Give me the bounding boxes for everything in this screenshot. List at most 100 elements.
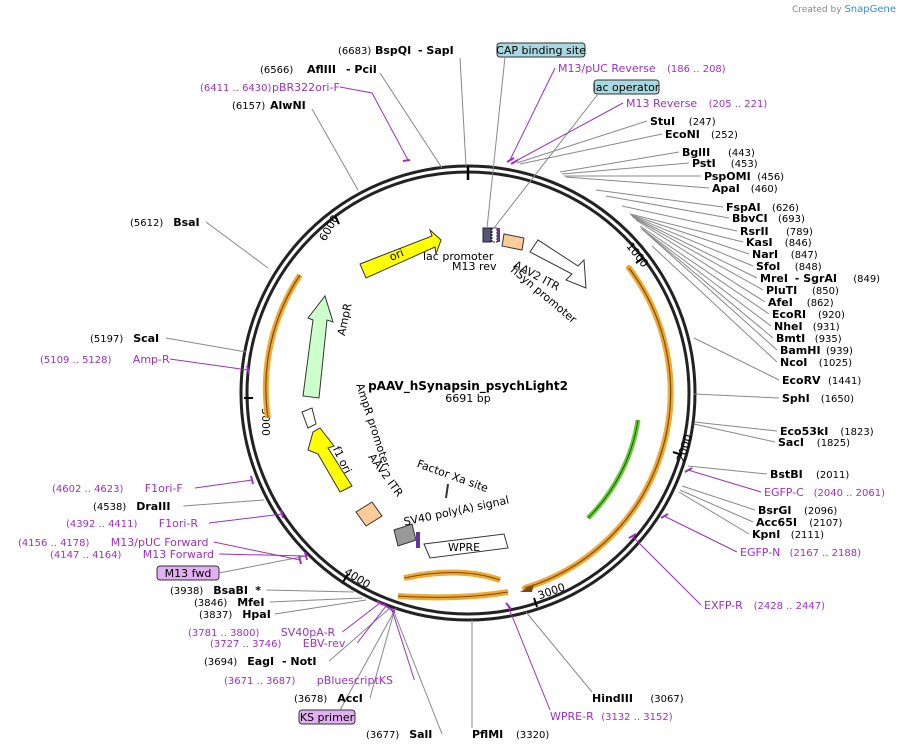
right-site-sphi[interactable]: SphI(1650) bbox=[693, 392, 854, 405]
left-site-f1ori-r[interactable]: (4392 .. 4411)F1ori-R bbox=[66, 509, 284, 530]
right-site-econi[interactable]: EcoNI(252) bbox=[519, 128, 738, 165]
right-site-bstbi[interactable]: BstBI(2011) bbox=[687, 465, 849, 481]
bottom-site-hindiii[interactable]: HindIII(3067) bbox=[525, 611, 684, 705]
left-site-draiii[interactable]: (4538)DraIII bbox=[93, 499, 265, 513]
bottom-site-bsabi[interactable]: (3938)BsaBI* bbox=[170, 584, 355, 597]
cap-binding-site-box[interactable]: CAP binding site bbox=[486, 42, 586, 229]
site-pos: (5197) bbox=[90, 334, 123, 345]
site-name: HindIII bbox=[592, 692, 633, 705]
right-site-pluti[interactable]: PluTI(850) bbox=[633, 217, 839, 297]
site-name: WPRE-R bbox=[550, 710, 594, 723]
snapgene-brand: SnapGene bbox=[844, 4, 896, 15]
top-site-bspqi[interactable]: (6683) BspQI - SapI bbox=[338, 44, 467, 167]
right-site-sfoi[interactable]: SfoI(848) bbox=[631, 215, 822, 273]
right-site-bamhi[interactable]: BamHI(939) bbox=[642, 229, 853, 357]
site-pos: (939) bbox=[826, 346, 853, 357]
site-name: KasI bbox=[746, 236, 773, 249]
factor-xa-mark bbox=[445, 483, 449, 499]
right-site-ncoi[interactable]: NcoI(1025) bbox=[651, 245, 852, 369]
left-site-scai[interactable]: (5197)ScaI bbox=[90, 332, 247, 353]
cap-binding-site-label: CAP binding site bbox=[496, 44, 586, 57]
right-site-psti[interactable]: PstI(453) bbox=[561, 157, 758, 175]
site-name: F1ori-R bbox=[159, 517, 199, 530]
m13-fwd-box-label[interactable]: M13 fwd bbox=[156, 555, 307, 581]
site-name: BbvCI bbox=[732, 212, 768, 225]
right-site-ecori[interactable]: EcoRI(920) bbox=[639, 225, 845, 321]
ks-primer-box-label[interactable]: KS primer bbox=[298, 607, 397, 725]
right-site-bsrgi[interactable]: BsrGI(2096) bbox=[681, 485, 837, 517]
site-extra: - PciI bbox=[346, 63, 377, 76]
site-pos: (4602 .. 4623) bbox=[52, 484, 124, 495]
left-site-bsai[interactable]: (5612)BsaI bbox=[130, 216, 269, 269]
site-name: EGFP-N bbox=[740, 546, 780, 559]
site-pos: (1823) bbox=[840, 427, 873, 438]
bottom-site-acci[interactable]: (3678)AccI bbox=[294, 611, 395, 705]
right-site-exfp-r[interactable]: EXFP-R(2428 .. 2447) bbox=[628, 533, 825, 612]
site-pos: (3727 .. 3746) bbox=[210, 639, 282, 650]
site-name: BsaBI bbox=[213, 584, 248, 597]
site-pos: (453) bbox=[731, 159, 758, 170]
bottom-site-wpre-r[interactable]: WPRE-R(3132 .. 3152) bbox=[505, 602, 673, 723]
bottom-site-hpai[interactable]: (3837) HpaI bbox=[199, 599, 367, 621]
right-site-kpni[interactable]: KpnI(2111) bbox=[678, 491, 824, 541]
right-site-acc65i[interactable]: Acc65I(2107) bbox=[679, 489, 843, 529]
site-name: HpaI bbox=[242, 608, 271, 621]
right-site-ecorv[interactable]: EcoRV(1441) bbox=[693, 337, 861, 387]
bottom-site-pbluescriptks[interactable]: (3671 .. 3687)pBluescriptKS bbox=[224, 607, 415, 687]
site-pos: (3837) bbox=[199, 610, 232, 621]
lac-operator-box bbox=[491, 227, 498, 243]
right-site-saci[interactable]: SacI(1825) bbox=[693, 423, 850, 449]
right-site-apai[interactable]: ApaI(460) bbox=[565, 176, 778, 195]
right-site-bmti[interactable]: BmtI(935) bbox=[641, 228, 842, 345]
orf-arc-right bbox=[522, 265, 674, 591]
bottom-site-eagi[interactable]: (3694)EagI- NotI bbox=[204, 607, 391, 668]
site-pos: (848) bbox=[795, 262, 822, 273]
top-primer-pbr322ori[interactable]: (6411 .. 6430) pBR322ori-F bbox=[200, 81, 411, 162]
site-name: PflMI bbox=[472, 728, 503, 741]
site-name: SalI bbox=[409, 728, 432, 741]
orf-arc-bottom-1-core bbox=[403, 572, 501, 581]
right-site-fspai[interactable]: FspAI(626) bbox=[595, 189, 799, 214]
top-site-afliii[interactable]: (6566) AflIII - PciI bbox=[260, 63, 443, 169]
site-pos: (3320) bbox=[516, 730, 549, 741]
right-site-egfp-n[interactable]: EGFP-N(2167 .. 2188) bbox=[660, 513, 861, 559]
right-site-afei[interactable]: AfeI(862) bbox=[635, 219, 834, 309]
right-site-mrei[interactable]: MreI- SgrAI(849) bbox=[632, 216, 880, 285]
site-pos: (693) bbox=[778, 214, 805, 225]
right-site-stui[interactable]: StuI(247) bbox=[516, 115, 716, 164]
right-site-m13-reverse[interactable]: M13 Reverse(205 .. 221) bbox=[510, 97, 767, 165]
left-site-m13-puc-forward[interactable]: (4156 .. 4178)M13/pUC Forward bbox=[18, 536, 302, 565]
ks-primer-label: KS primer bbox=[300, 711, 355, 724]
left-site-f1ori-f[interactable]: (4602 .. 4623)F1ori-F bbox=[52, 475, 254, 495]
site-pos: (5612) bbox=[130, 218, 163, 229]
right-site-eco53ki[interactable]: Eco53kI(1823) bbox=[693, 421, 874, 438]
bottom-site-sali[interactable]: (3677)SalI bbox=[366, 611, 443, 741]
bottom-site-sv40pa-r[interactable]: (3781 .. 3800)SV40pA-R bbox=[188, 600, 384, 639]
site-pos: (6566) bbox=[260, 65, 293, 76]
bottom-site-ebv-rev[interactable]: (3727 .. 3746)EBV-rev bbox=[210, 603, 390, 650]
right-site-pspomi[interactable]: PspOMI(456) bbox=[564, 170, 784, 183]
right-site-m13-puc-reverse[interactable]: M13/pUC Reverse(186 .. 208) bbox=[506, 62, 726, 163]
right-site-nari[interactable]: NarI(847) bbox=[630, 214, 818, 261]
site-name: EXFP-R bbox=[704, 599, 743, 612]
lac-operator-box-label[interactable]: lac operator bbox=[493, 79, 660, 229]
bottom-site-pflmi[interactable]: PflMI (3320) bbox=[471, 620, 549, 741]
right-site-nhei[interactable]: NheI(931) bbox=[640, 227, 840, 333]
site-pos: (847) bbox=[791, 250, 818, 261]
site-pos: (846) bbox=[785, 238, 812, 249]
left-site-m13-forward[interactable]: (4147 .. 4164)M13 Forward bbox=[50, 548, 308, 561]
itr-right-box bbox=[501, 233, 525, 251]
right-site-kasi[interactable]: KasI (846) bbox=[629, 213, 812, 249]
right-site-egfp-c[interactable]: EGFP-C(2040 .. 2061) bbox=[684, 467, 885, 499]
bottom-site-mfei[interactable]: (3846)MfeI bbox=[194, 596, 363, 609]
left-site-amp-r[interactable]: (5109 .. 5128)Amp-R bbox=[40, 353, 250, 375]
right-site-rsrii[interactable]: RsrII(789) bbox=[621, 205, 813, 238]
top-site-alwni[interactable]: (6157) AlwNI bbox=[232, 99, 359, 191]
lac-operator-label: lac operator bbox=[593, 81, 660, 94]
site-pos: (849) bbox=[853, 274, 880, 285]
site-name: MfeI bbox=[237, 596, 264, 609]
right-site-bglii[interactable]: BglII(443) bbox=[559, 146, 755, 173]
sv40-primer-mark bbox=[416, 532, 420, 548]
right-site-bbvci[interactable]: BbvCI (693) bbox=[605, 195, 805, 225]
